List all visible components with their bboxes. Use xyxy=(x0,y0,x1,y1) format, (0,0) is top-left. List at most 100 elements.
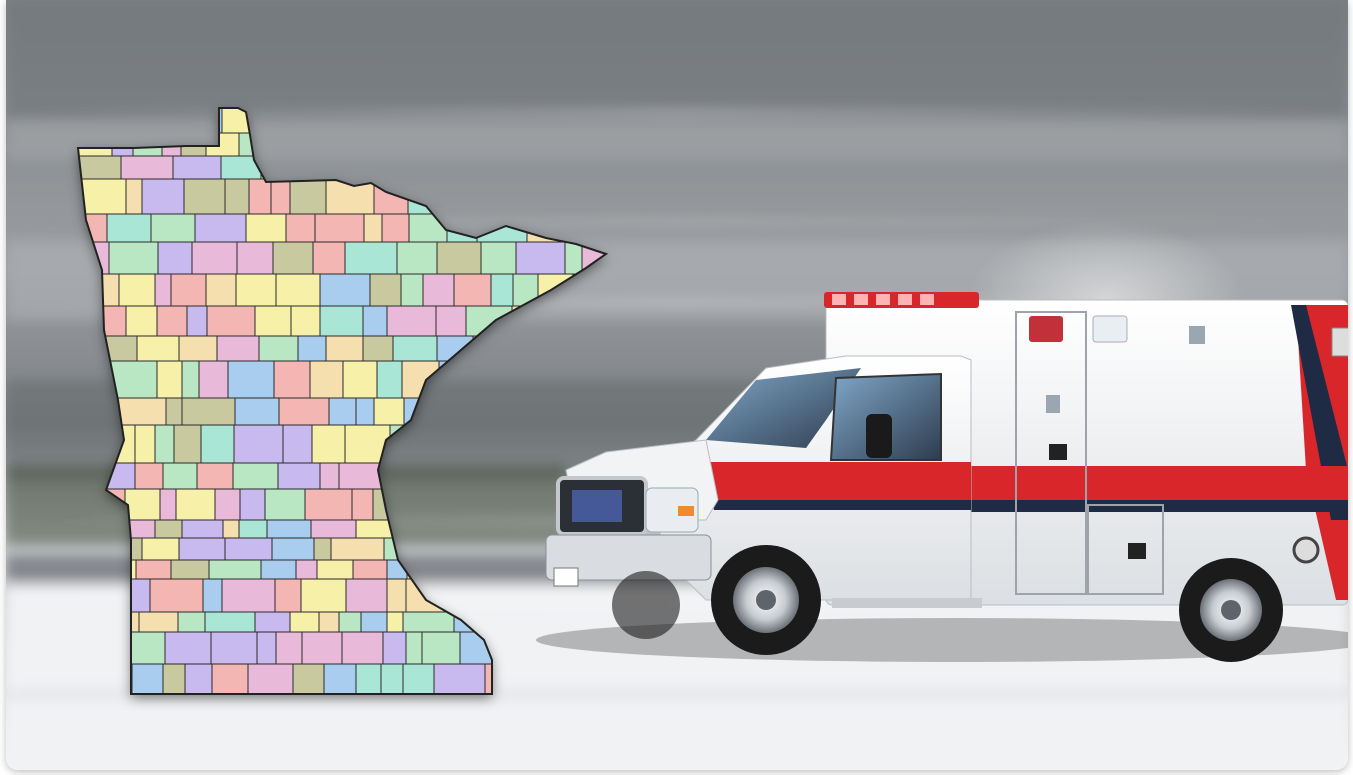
service-area-region xyxy=(234,397,280,426)
service-area-region xyxy=(310,519,357,539)
service-area-region xyxy=(181,519,224,539)
service-area-region xyxy=(258,335,299,362)
service-area-region xyxy=(177,611,206,633)
service-area-region xyxy=(480,241,517,275)
service-area-region xyxy=(162,462,198,490)
service-area-region xyxy=(264,488,306,521)
service-area-region xyxy=(224,178,250,215)
service-area-region xyxy=(214,488,241,521)
service-area-region xyxy=(221,578,276,613)
service-area-region xyxy=(194,213,247,243)
service-area-region xyxy=(183,178,226,215)
service-area-region xyxy=(157,241,193,275)
service-area-region xyxy=(323,663,357,694)
wheel-icon xyxy=(711,545,821,655)
service-area-region xyxy=(273,360,311,399)
service-area-region xyxy=(360,611,388,633)
service-area-region xyxy=(338,611,362,633)
service-area-region xyxy=(515,241,566,275)
service-area-region xyxy=(204,611,256,633)
service-area-region xyxy=(227,360,275,399)
service-area-region xyxy=(170,559,210,580)
service-area-region xyxy=(222,519,240,539)
service-area-region xyxy=(380,663,404,694)
service-area-region xyxy=(290,305,321,337)
service-area-region xyxy=(564,241,583,275)
light-bar-icon xyxy=(824,292,979,308)
service-area-region xyxy=(233,424,284,464)
service-area-region xyxy=(351,488,374,521)
service-area-region xyxy=(275,273,321,307)
service-area-region xyxy=(178,537,226,561)
service-area-region xyxy=(256,631,277,665)
service-area-region xyxy=(210,631,258,665)
service-area-region xyxy=(124,488,161,521)
service-area-region xyxy=(275,631,303,665)
service-area-region xyxy=(125,305,158,337)
service-area-region xyxy=(277,462,321,490)
service-area-region xyxy=(196,462,234,490)
service-area-region xyxy=(400,273,424,307)
minnesota-outline xyxy=(76,107,609,695)
service-area-region xyxy=(313,537,332,561)
service-area-region xyxy=(232,462,279,490)
service-area-region xyxy=(164,631,212,665)
service-area-region xyxy=(435,305,467,337)
service-area-region xyxy=(106,213,152,243)
service-area-region xyxy=(131,663,164,694)
service-area-region xyxy=(150,213,196,243)
service-area-region xyxy=(254,305,292,337)
service-area-region xyxy=(266,519,312,539)
service-area-region xyxy=(274,578,302,613)
service-area-region xyxy=(181,360,200,399)
service-area-region xyxy=(134,462,164,490)
service-area-region xyxy=(297,335,327,362)
service-area-region xyxy=(301,631,343,665)
service-area-region xyxy=(245,213,287,243)
service-area-region xyxy=(289,611,320,633)
service-area-region xyxy=(312,241,346,275)
service-area-region xyxy=(156,305,188,337)
service-area-region xyxy=(300,578,347,613)
service-area-region xyxy=(278,397,330,426)
service-area-region xyxy=(211,663,249,694)
service-area-region xyxy=(120,155,174,180)
service-area-region xyxy=(382,631,407,665)
service-area-region xyxy=(453,273,492,307)
service-area-region xyxy=(421,631,461,665)
service-area-region xyxy=(392,335,438,362)
service-area-region xyxy=(405,631,423,665)
service-area-region xyxy=(134,424,156,464)
service-area-region xyxy=(386,611,404,633)
service-area-region xyxy=(342,360,378,399)
service-area-region xyxy=(376,360,403,399)
service-area-region xyxy=(373,397,405,426)
service-area-region xyxy=(200,424,235,464)
service-area-region xyxy=(129,631,166,665)
ambulance xyxy=(536,292,1348,662)
service-area-region xyxy=(248,178,272,215)
service-area-region xyxy=(149,578,204,613)
service-area-region xyxy=(108,241,159,275)
service-area-region xyxy=(271,537,315,561)
service-area-region xyxy=(344,241,398,275)
service-area-region xyxy=(314,213,365,243)
service-area-region xyxy=(355,663,382,694)
service-area-region xyxy=(208,559,262,580)
service-area-region xyxy=(316,559,354,580)
service-area-region xyxy=(162,663,186,694)
service-area-region xyxy=(362,305,388,337)
service-area-region xyxy=(159,488,177,521)
service-area-region xyxy=(386,578,407,613)
service-area-region xyxy=(118,273,156,307)
service-area-region xyxy=(345,578,388,613)
service-area-region xyxy=(260,559,297,580)
service-area-region xyxy=(304,488,353,521)
service-area-region xyxy=(289,178,327,215)
service-area-region xyxy=(170,273,207,307)
service-area-region xyxy=(236,241,274,275)
service-area-region xyxy=(116,397,167,426)
service-area-region xyxy=(402,611,455,633)
hero-image xyxy=(6,0,1348,770)
service-area-region xyxy=(319,273,371,307)
